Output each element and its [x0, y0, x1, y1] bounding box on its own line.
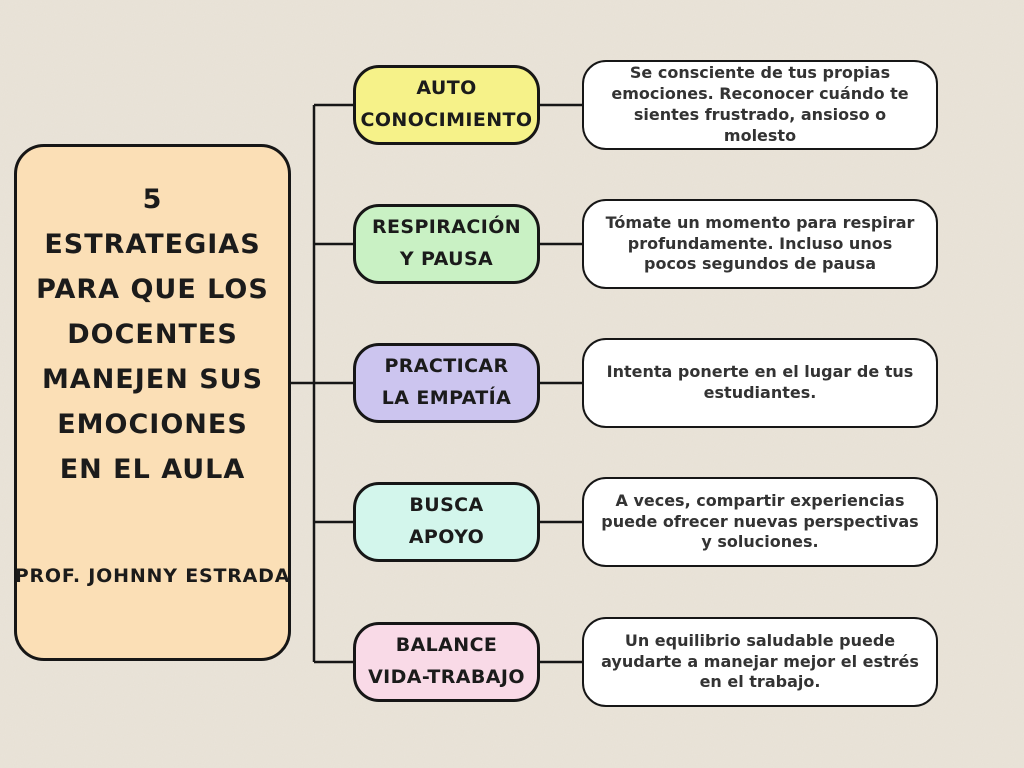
description-text: A veces, compartir experiencias puede of… [601, 490, 919, 552]
title-line: ESTRATEGIAS [44, 229, 261, 260]
title-line: EMOCIONES [57, 409, 248, 440]
strategy-label-line: BALANCE [395, 634, 498, 657]
strategy-node-autoconocimiento: AUTO CONOCIMIENTO [353, 65, 540, 145]
description-text: Un equilibrio saludable puede ayudarte a… [601, 630, 919, 692]
description-text: Se consciente de tus propias emociones. … [611, 63, 909, 145]
strategy-label-line: PRACTICAR [384, 355, 509, 378]
main-topic-title: 5 ESTRATEGIAS PARA QUE LOS DOCENTES MANE… [36, 177, 269, 492]
author-label: PROF. JOHNNY ESTRADA [14, 565, 291, 587]
strategy-node-practicar-empatia: PRACTICAR LA EMPATÍA [353, 343, 540, 423]
strategy-node-busca-apoyo: BUSCA APOYO [353, 482, 540, 562]
description-card: Se consciente de tus propias emociones. … [582, 60, 938, 150]
strategy-label-line: AUTO [416, 77, 477, 100]
title-line: 5 [142, 184, 163, 215]
strategy-node-respiracion-pausa: RESPIRACIÓN Y PAUSA [353, 204, 540, 284]
description-card: Tómate un momento para respirar profunda… [582, 199, 938, 289]
strategy-label-line: LA EMPATÍA [381, 387, 512, 409]
strategy-node-balance-vida-trabajo: BALANCE VIDA-TRABAJO [353, 622, 540, 702]
strategy-label-line: VIDA-TRABAJO [368, 666, 525, 688]
title-line: PARA QUE LOS [36, 274, 269, 305]
description-card: A veces, compartir experiencias puede of… [582, 477, 938, 567]
title-line: MANEJEN SUS [41, 364, 264, 395]
strategy-label-line: APOYO [408, 526, 485, 548]
main-topic-card: 5 ESTRATEGIAS PARA QUE LOS DOCENTES MANE… [14, 144, 291, 661]
title-line: EN EL AULA [59, 454, 246, 485]
description-text: Intenta ponerte en el lugar de tus estud… [606, 362, 914, 402]
strategy-label-line: CONOCIMIENTO [360, 109, 533, 131]
description-card: Un equilibrio saludable puede ayudarte a… [582, 617, 938, 707]
strategy-label-line: RESPIRACIÓN [371, 216, 522, 239]
strategy-label-line: Y PAUSA [399, 248, 494, 270]
description-text: Tómate un momento para respirar profunda… [605, 212, 915, 274]
description-card: Intenta ponerte en el lugar de tus estud… [582, 338, 938, 428]
title-line: DOCENTES [67, 319, 238, 350]
strategy-label-line: BUSCA [409, 494, 484, 517]
